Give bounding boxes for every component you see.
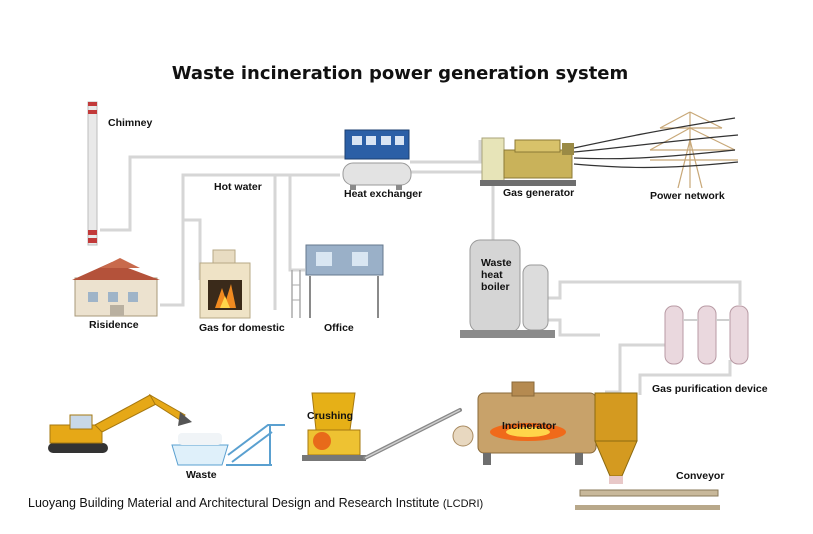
pipe-hot-water-residence bbox=[160, 173, 340, 307]
chimney-icon bbox=[87, 101, 98, 246]
label-conveyor: Conveyor bbox=[676, 470, 725, 482]
label-gas-generator: Gas generator bbox=[503, 187, 575, 199]
pipe-boiler-lower bbox=[547, 318, 600, 337]
waste-bin-icon bbox=[171, 424, 285, 466]
excavator-icon bbox=[48, 393, 192, 453]
label-crushing: Crushing bbox=[307, 410, 354, 422]
pipe-domestic-gas bbox=[183, 218, 202, 280]
conveyor-hopper-icon bbox=[575, 392, 720, 510]
label-boiler-line-1: Waste bbox=[481, 257, 512, 269]
pipe-chimney-to-exchanger bbox=[100, 155, 345, 232]
label-power-network: Power network bbox=[650, 190, 725, 202]
label-chimney: Chimney bbox=[108, 117, 153, 129]
power-network-icon bbox=[649, 111, 738, 189]
label-office: Office bbox=[324, 322, 354, 334]
incinerator-icon bbox=[452, 381, 597, 465]
power-cables bbox=[573, 117, 739, 169]
pipe-network bbox=[100, 140, 742, 395]
pipe-exchanger-upper bbox=[410, 140, 482, 164]
credit-abbr: (LCDRI) bbox=[442, 498, 484, 510]
label-gas-domestic: Gas for domestic bbox=[199, 322, 285, 334]
pipe-boiler-to-purifier bbox=[547, 280, 742, 305]
feed-conveyor-icon bbox=[363, 408, 462, 460]
label-heat-exchanger: Heat exchanger bbox=[344, 188, 423, 200]
office-icon bbox=[291, 244, 384, 318]
label-hot-water: Hot water bbox=[214, 181, 262, 193]
pipe-purifier-to-incinerator bbox=[605, 343, 665, 394]
label-waste: Waste bbox=[186, 469, 217, 481]
gas-domestic-icon bbox=[199, 249, 251, 319]
credit-line: Luoyang Building Material and Architectu… bbox=[28, 496, 483, 510]
gas-purification-icon bbox=[664, 305, 749, 365]
label-gas-purification: Gas purification device bbox=[652, 383, 768, 395]
pipe-hot-water-office bbox=[288, 175, 305, 272]
label-residence: Risidence bbox=[89, 319, 139, 331]
crusher-icon bbox=[302, 392, 366, 461]
heat-exchanger-icon bbox=[342, 129, 412, 190]
diagram-title: Waste incineration power generation syst… bbox=[171, 63, 629, 84]
gas-generator-icon bbox=[480, 137, 576, 186]
residence-icon bbox=[72, 258, 160, 317]
label-incinerator: Incinerator bbox=[502, 420, 557, 432]
label-boiler-line-3: boiler bbox=[481, 281, 510, 293]
pipe-purifier-return bbox=[638, 360, 732, 395]
label-boiler-line-2: heat bbox=[481, 269, 503, 281]
credit-text: Luoyang Building Material and Architectu… bbox=[28, 496, 440, 510]
waste-heat-boiler-icon bbox=[460, 239, 555, 338]
